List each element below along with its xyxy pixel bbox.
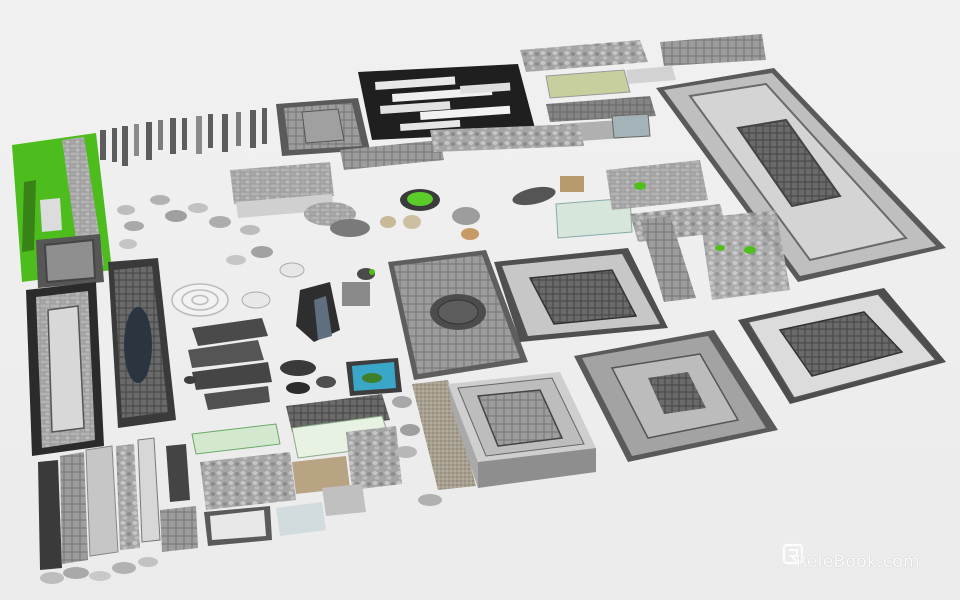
watermark-text: ReleBook.com bbox=[795, 552, 920, 572]
middle-scattered-stones bbox=[230, 124, 633, 240]
rock-sculpture-cluster bbox=[280, 268, 375, 394]
water-pond-tile bbox=[346, 358, 402, 396]
bordered-carved-slab-right bbox=[738, 288, 946, 404]
rect-carved-slab-center bbox=[494, 248, 668, 342]
left-flagstone-column bbox=[117, 195, 273, 265]
right-scattered-stones bbox=[606, 160, 790, 302]
paving-strips-bottom-left bbox=[38, 437, 161, 570]
watermark: ReleBook.com bbox=[774, 552, 920, 572]
vertical-stone-bars bbox=[100, 108, 267, 166]
dark-rock-slabs bbox=[184, 318, 272, 410]
stepping-stones-bottom-left bbox=[40, 557, 158, 584]
small-dark-square-tile bbox=[36, 234, 104, 288]
carved-square-tile bbox=[276, 98, 370, 156]
dark-stone-strip bbox=[108, 258, 176, 428]
raised-carved-block bbox=[448, 372, 596, 488]
gravel-strip bbox=[412, 380, 476, 490]
plank-stone-slab bbox=[358, 64, 536, 140]
watermark-logo-icon bbox=[782, 543, 804, 565]
long-bordered-paving-slab bbox=[26, 282, 104, 456]
bottom-assorted-paving bbox=[160, 394, 442, 552]
medallion-paving-slab bbox=[388, 250, 528, 380]
spiral-stepping-disc bbox=[171, 262, 305, 317]
large-bordered-slab-top-right bbox=[656, 68, 946, 282]
patterned-square-slab bbox=[574, 330, 778, 462]
